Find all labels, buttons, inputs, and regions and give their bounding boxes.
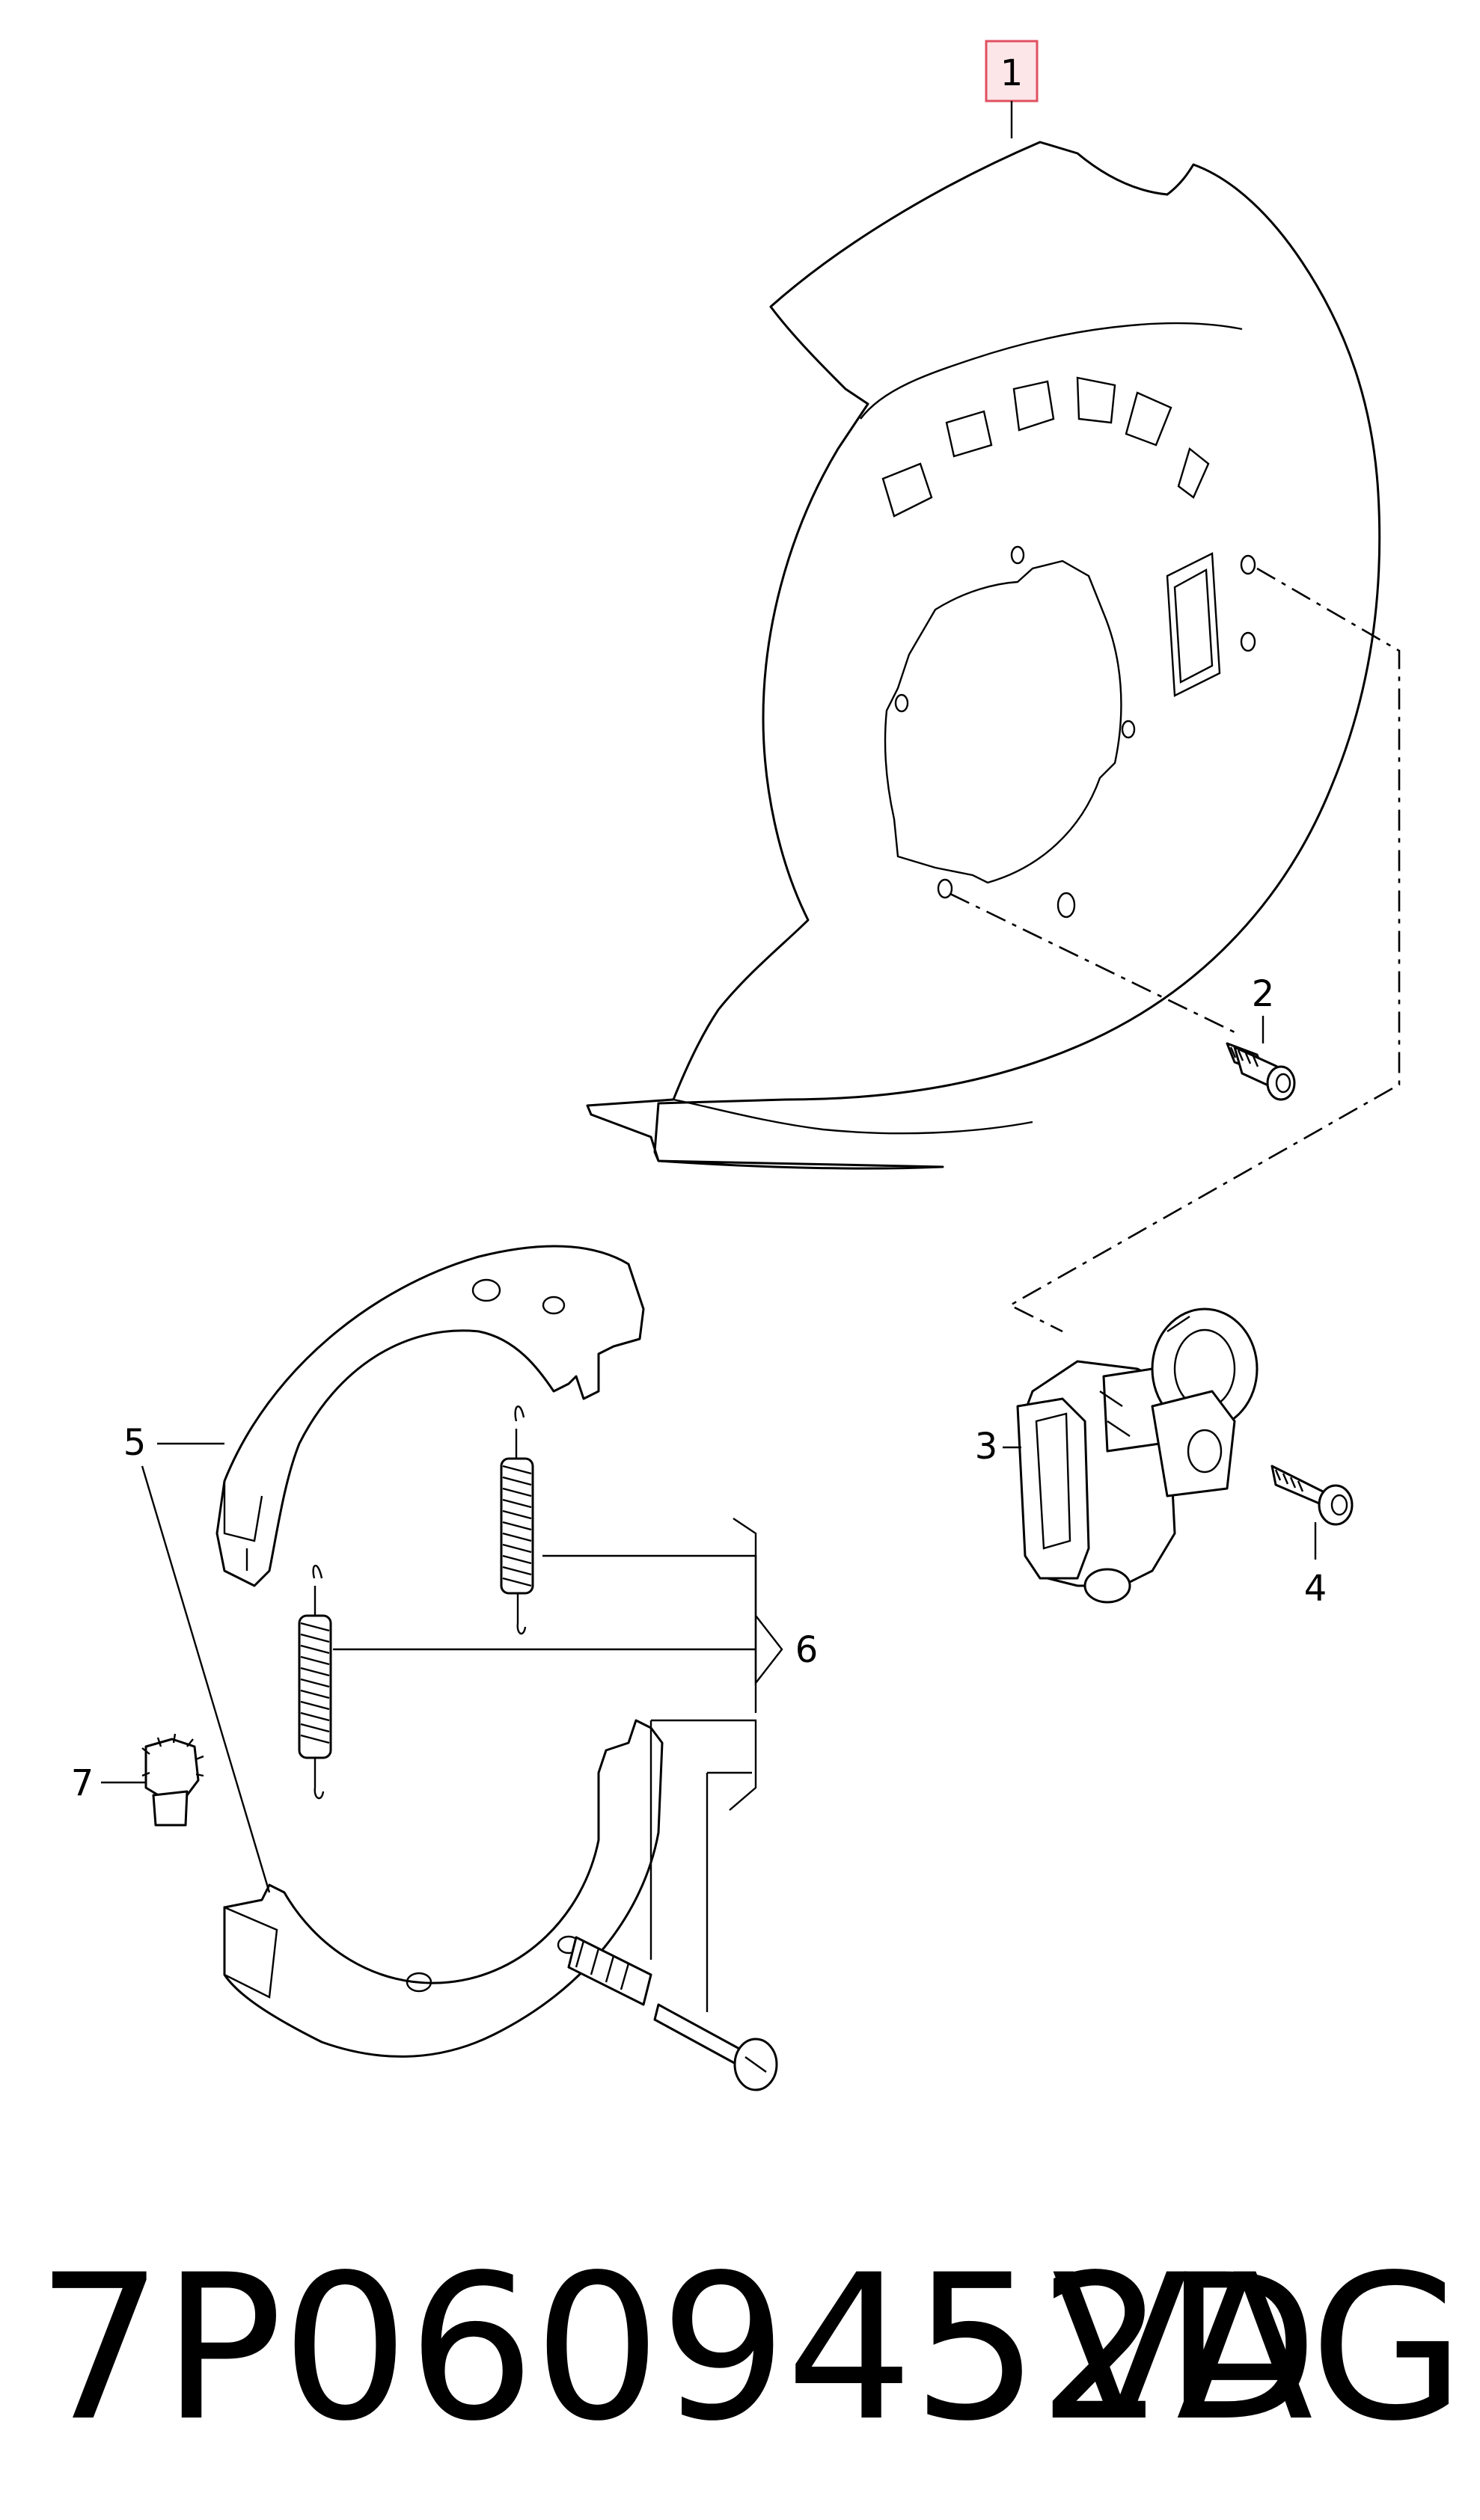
callout-5[interactable]: 5: [123, 1422, 271, 1893]
part-number: 7P0609452D: [36, 2232, 1318, 2465]
callout-2[interactable]: 2: [1252, 973, 1275, 1043]
callout-3[interactable]: 3: [975, 1426, 1021, 1468]
brake-shoe-upper[interactable]: [215, 1245, 645, 1587]
hold-down-pin[interactable]: [653, 2003, 778, 2091]
footer: 7P0609452D VAG: [0, 2199, 1480, 2498]
callout-7[interactable]: 7: [71, 1762, 146, 1804]
bolt-part-2[interactable]: [1226, 1042, 1296, 1101]
assembly-leader-lines: [950, 567, 1401, 1333]
callout-2-label: 2: [1252, 973, 1275, 1015]
exploded-parts-diagram: 1 2 3: [71, 40, 1401, 2091]
bolt-part-4[interactable]: [1270, 1465, 1354, 1526]
callout-6-bracket: [333, 1518, 783, 2012]
brake-shoe-lower[interactable]: [223, 1719, 664, 2058]
callout-1-label: 1: [1000, 52, 1024, 94]
callout-6-label: 6: [795, 1629, 819, 1671]
inspection-window: [1166, 552, 1221, 697]
brand-name: VAG: [1051, 2232, 1466, 2465]
callout-4-label: 4: [1304, 1568, 1327, 1610]
callout-3-label: 3: [975, 1426, 998, 1468]
caliper-part-3[interactable]: [1016, 1307, 1259, 1604]
hub-opening: [884, 560, 1122, 884]
callout-5-label: 5: [123, 1422, 147, 1464]
callout-7-label: 7: [71, 1762, 94, 1804]
return-spring-lower[interactable]: [298, 1564, 332, 1800]
vent-slots: [881, 376, 1210, 518]
return-spring-upper[interactable]: [500, 1405, 534, 1635]
callout-1[interactable]: 1: [985, 40, 1039, 138]
bolt-holes: [894, 545, 1256, 919]
hold-down-spring[interactable]: [567, 1936, 652, 2006]
callout-6[interactable]: 6: [795, 1629, 819, 1671]
backing-plate[interactable]: [586, 141, 1381, 1170]
adjuster-gear-part-7[interactable]: [141, 1733, 204, 1827]
callout-4[interactable]: 4: [1304, 1522, 1327, 1610]
